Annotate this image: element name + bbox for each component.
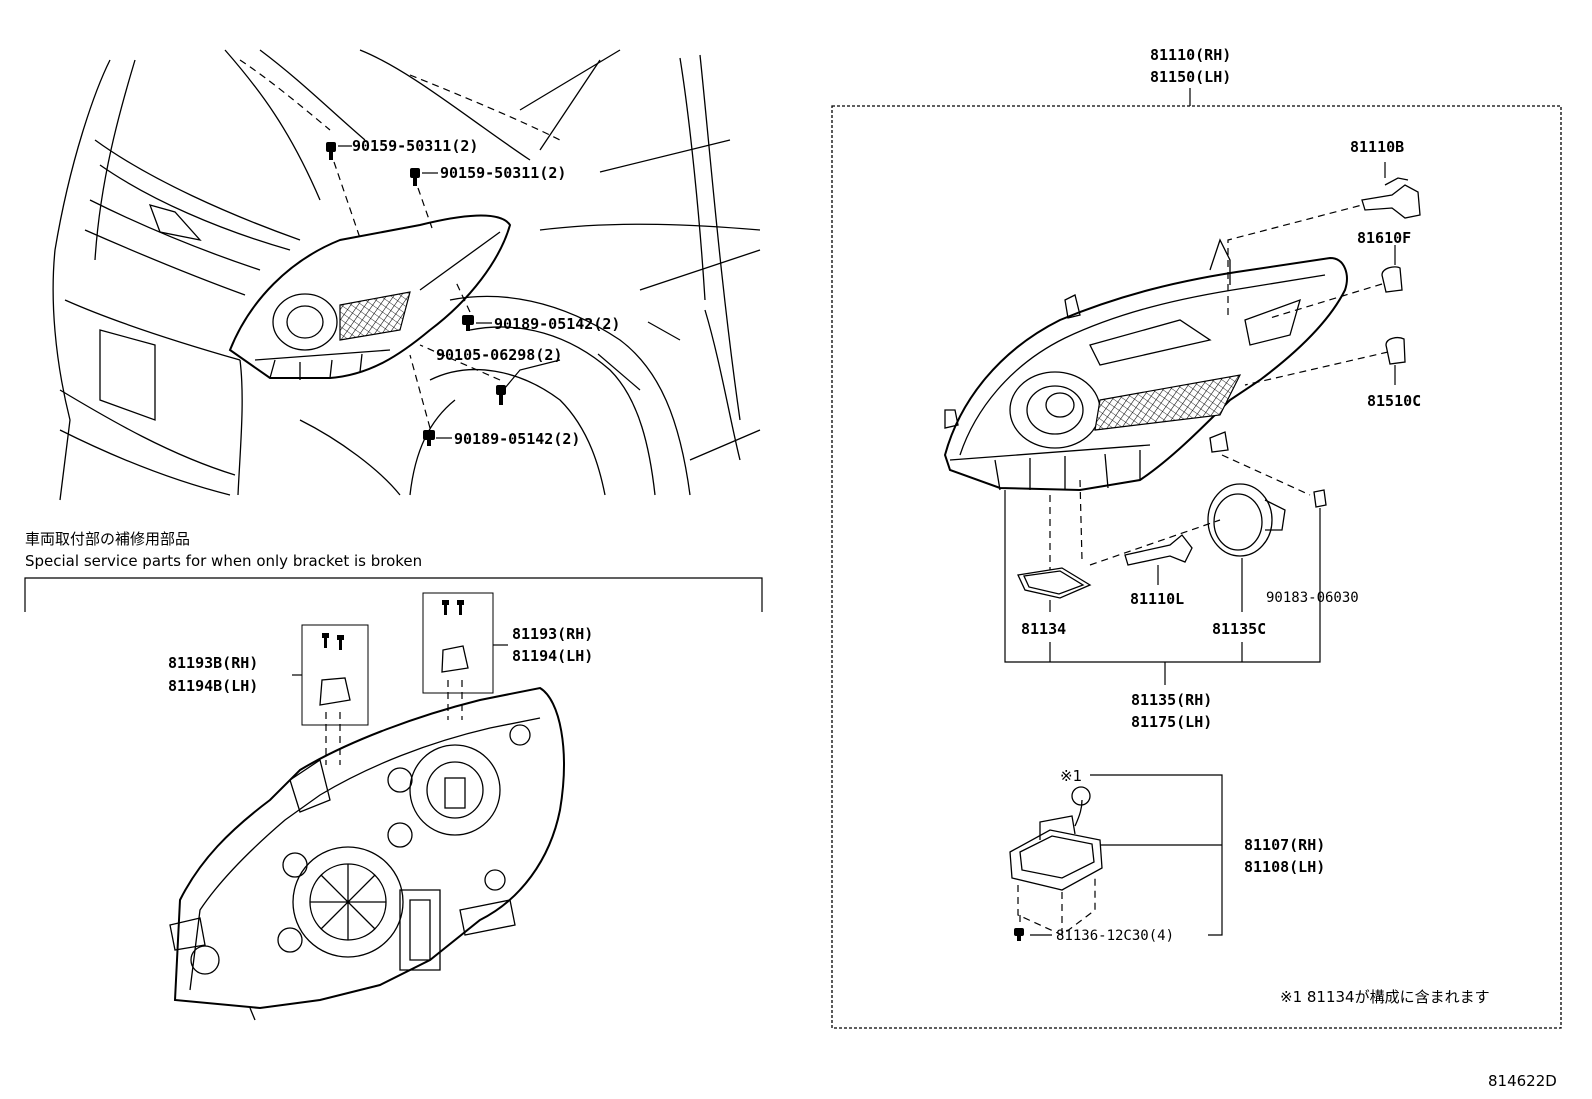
vehicle-front-illustration [52,49,761,501]
headlamp-assembly-illustration [943,162,1421,941]
label-footnote-mark: ※1 [1060,767,1082,785]
assembly-frame [831,105,1562,1029]
label-bracket-lower-rh: 81193B(RH) [168,654,258,672]
label-bulb-clear: 81510C [1367,392,1421,410]
label-bracket-lower-lh: 81194B(LH) [168,677,258,695]
label-ballast-rh: 81107(RH) [1244,836,1325,854]
label-ballast-screw: 81136-12C30(4) [1056,928,1174,944]
label-screw: 90105-06298(2) [436,346,562,364]
label-hid-bulb: 81110L [1130,590,1184,608]
label-unit-rh: 81110(RH) [1150,46,1231,64]
label-clip-b: 90189-05142(2) [454,430,580,448]
label-bolt-a: 90159-50311(2) [352,137,478,155]
label-bulb-side: 81610F [1357,229,1411,247]
footnote: ※1 81134が構成に含まれます [1280,988,1490,1006]
label-gasket: 81134 [1021,620,1066,638]
label-bulb-hi: 81110B [1350,138,1404,156]
label-bracket-upper-rh: 81193(RH) [512,625,593,643]
label-clip-a: 90189-05142(2) [494,315,620,333]
label-cap: 81135C [1212,620,1266,638]
label-bracket-upper-lh: 81194(LH) [512,647,593,665]
drawing-id: 814622D [1488,1072,1557,1090]
service-note-japanese: 車両取付部の補修用部品 [25,530,190,548]
label-bolt-b: 90159-50311(2) [440,164,566,182]
label-sub-lh: 81175(LH) [1131,713,1212,731]
label-sub-rh: 81135(RH) [1131,691,1212,709]
rear-headlamp-illustration [169,592,565,1021]
label-ballast-lh: 81108(LH) [1244,858,1325,876]
label-clip: 90183-06030 [1266,590,1359,606]
label-unit-lh: 81150(LH) [1150,68,1231,86]
service-note-english: Special service parts for when only brac… [25,552,422,570]
